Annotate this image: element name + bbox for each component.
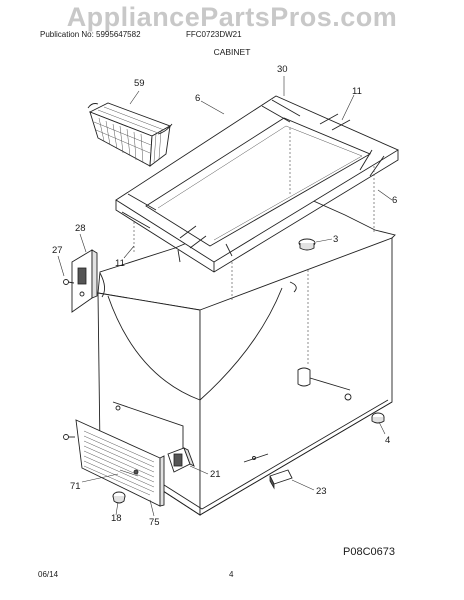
- thermostat-part-21[interactable]: [167, 447, 195, 473]
- screw-part-71[interactable]: [63, 434, 76, 440]
- callout-11-top: 11: [352, 86, 362, 97]
- kickplate-grille-part-75[interactable]: [75, 419, 165, 507]
- basket-part-59[interactable]: [87, 102, 173, 167]
- hinge-bracket-part-28[interactable]: [71, 249, 98, 313]
- callout-71: 71: [70, 481, 81, 492]
- callout-6-right: 6: [392, 195, 398, 206]
- callout-21: 21: [210, 469, 221, 480]
- callout-18: 18: [111, 513, 122, 524]
- callout-27: 27: [52, 245, 63, 256]
- callout-4: 4: [385, 435, 391, 446]
- drain-plug-part-3[interactable]: [298, 238, 316, 251]
- screw-part-27[interactable]: [63, 279, 75, 285]
- figure-code: P08C0673: [343, 546, 395, 558]
- footer-date: 06/14: [38, 570, 59, 579]
- callout-75: 75: [149, 517, 160, 528]
- callout-30: 30: [277, 64, 288, 75]
- callout-59: 59: [134, 78, 145, 89]
- foot-part-18[interactable]: [112, 491, 126, 504]
- callout-3: 3: [333, 234, 339, 245]
- publication-number: Publication No: 5995647582: [40, 30, 141, 39]
- callout-11-left: 11: [115, 258, 125, 269]
- section-title: CABINET: [213, 47, 251, 57]
- callout-28: 28: [75, 223, 86, 234]
- site-watermark: AppliancePartsPros.com: [66, 2, 398, 32]
- leader-lines: [57, 76, 393, 517]
- footer-page-number: 4: [229, 570, 234, 579]
- callout-6-top: 6: [195, 93, 201, 104]
- switch-part-23[interactable]: [269, 469, 293, 490]
- model-number: FFC0723DW21: [186, 30, 242, 39]
- leveling-leg-part-4[interactable]: [371, 412, 385, 424]
- lid-gasket-frame-30[interactable]: [115, 95, 399, 302]
- callout-23: 23: [316, 486, 327, 497]
